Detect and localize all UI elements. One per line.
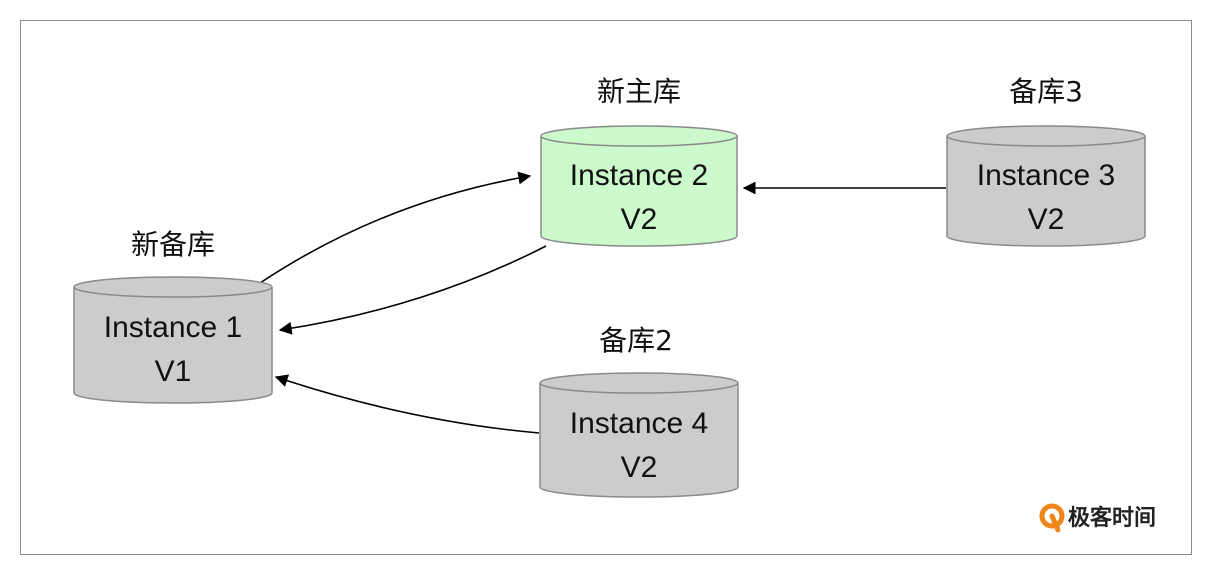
instance-version-3: V2 bbox=[1028, 203, 1065, 236]
instance-name-3: Instance 3 bbox=[977, 159, 1115, 192]
edge-instance4-to-instance1 bbox=[274, 374, 540, 434]
instance-version-4: V2 bbox=[621, 451, 658, 484]
node-instance-4: 备库2 Instance 4 V2 bbox=[539, 324, 739, 498]
edge-instance1-to-instance2 bbox=[259, 171, 532, 284]
instance-name-4: Instance 4 bbox=[570, 407, 708, 440]
cylinder-top-instance-1 bbox=[73, 276, 273, 298]
node-instance-2: 新主库 Instance 2 V2 bbox=[540, 75, 738, 247]
role-label-new-primary: 新主库 bbox=[597, 75, 681, 108]
role-label-replica-2: 备库2 bbox=[599, 324, 673, 357]
cylinder-body-instance-1 bbox=[73, 287, 273, 404]
instance-version-1: V1 bbox=[155, 355, 192, 388]
geektime-logo-icon bbox=[1039, 503, 1065, 533]
geektime-watermark: 极客时间 bbox=[1039, 503, 1156, 533]
cylinder-body-instance-4 bbox=[539, 383, 739, 498]
instance-name-2: Instance 2 bbox=[570, 159, 708, 192]
cylinder-top-instance-4 bbox=[539, 372, 739, 394]
role-label-new-replica: 新备库 bbox=[131, 228, 215, 261]
node-instance-1: 新备库 Instance 1 V1 bbox=[73, 228, 273, 404]
cylinder-top-instance-2 bbox=[540, 125, 738, 147]
cylinder-body-instance-2 bbox=[540, 136, 738, 247]
node-instance-3: 备库3 Instance 3 V2 bbox=[946, 75, 1146, 247]
edge-instance2-to-instance1 bbox=[278, 245, 547, 335]
role-label-replica-3: 备库3 bbox=[1009, 75, 1083, 108]
instance-version-2: V2 bbox=[621, 203, 658, 236]
cylinder-body-instance-3 bbox=[946, 136, 1146, 247]
cylinder-top-instance-3 bbox=[946, 125, 1146, 147]
watermark-text: 极客时间 bbox=[1068, 505, 1156, 531]
instance-name-1: Instance 1 bbox=[104, 311, 242, 344]
